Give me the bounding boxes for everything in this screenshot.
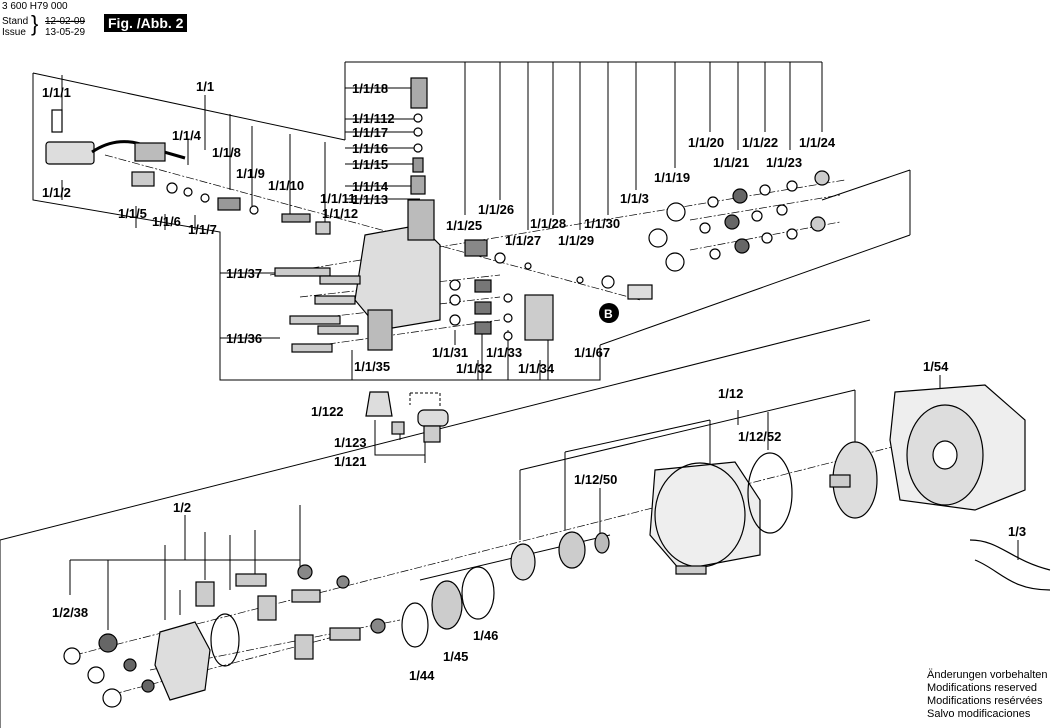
callout: 1/1/18 [352, 81, 388, 96]
doc-number: 3 600 H79 000 [2, 1, 68, 12]
note-fr: Modifications resérvées [927, 695, 1043, 707]
callout: 1/1/6 [152, 214, 181, 229]
callout: 1/12/52 [738, 429, 781, 444]
callout: 1/1/4 [172, 128, 202, 143]
callout: 1/1/12 [322, 206, 358, 221]
callout: 1/1/7 [188, 222, 217, 237]
callout: 1/123 [334, 435, 367, 450]
figure-label: Fig. /Abb. 2 [104, 14, 188, 32]
callout: 1/1/112 [352, 111, 395, 126]
note-en: Modifications reserved [927, 682, 1038, 694]
header-brace: } [31, 11, 39, 36]
callout: 1/1/2 [42, 185, 71, 200]
callout: 1/1/30 [584, 216, 620, 231]
callout: 1/1/15 [352, 157, 388, 172]
callout: 1/45 [443, 649, 468, 664]
reference-marker-b [599, 303, 619, 323]
callout: 1/1/24 [799, 135, 836, 150]
callout: 1/1/28 [530, 216, 566, 231]
callout: 1/1/23 [766, 155, 802, 170]
modification-notes: Änderungen vorbehalten Modifications res… [927, 669, 1047, 721]
note-de: Änderungen vorbehalten [927, 669, 1048, 681]
callout: 1/2/38 [52, 605, 88, 620]
reference-marker-b-label: B [604, 307, 613, 321]
callout: 1/1/35 [354, 359, 390, 374]
callout: 1/1/27 [505, 233, 541, 248]
issue-date: 13-05-29 [45, 27, 86, 38]
callout: 1/1/36 [226, 331, 262, 346]
callout: 1/2 [173, 500, 191, 515]
callout: 1/1/14 [352, 179, 389, 194]
callout: 1/1/37 [226, 266, 262, 281]
callout: 1/1/17 [352, 125, 388, 140]
callout: 1/54 [923, 359, 949, 374]
callout: 1/1/16 [352, 141, 388, 156]
issue-label: Issue [2, 27, 26, 38]
callout: 1/1/29 [558, 233, 594, 248]
callout: 1/1/26 [478, 202, 514, 217]
callout: 1/1/9 [236, 166, 265, 181]
callout: 1/1/67 [574, 345, 610, 360]
callout: 1/1/25 [446, 218, 482, 233]
callout: 1/121 [334, 454, 367, 469]
note-es: Salvo modificaciones [927, 708, 1031, 720]
callout: 1/1/19 [654, 170, 690, 185]
callout: 1/1/10 [268, 178, 304, 193]
callout: 1/1/22 [742, 135, 778, 150]
callout: 1/1/5 [118, 206, 147, 221]
callout: 1/1/31 [432, 345, 468, 360]
callout: 1/12 [718, 386, 743, 401]
callout: 1/1/32 [456, 361, 492, 376]
callout: 1/1/21 [713, 155, 749, 170]
callout: 1/1/20 [688, 135, 724, 150]
callout: 1/1/3 [620, 191, 649, 206]
callout: 1/12/50 [574, 472, 617, 487]
callout: 1/1/33 [486, 345, 522, 360]
stand-date: 12-02-09 [45, 16, 86, 27]
callout: 1/3 [1008, 524, 1026, 539]
callout: 1/122 [311, 404, 344, 419]
callout: 1/1/13 [352, 192, 388, 207]
stand-label: Stand [2, 16, 29, 27]
callout: 1/1/1 [42, 85, 71, 100]
callout: 1/1/34 [518, 361, 555, 376]
callout: 1/44 [409, 668, 435, 683]
callout: 1/46 [473, 628, 498, 643]
callout: 1/1/11 [320, 191, 355, 206]
callout: 1/1 [196, 79, 214, 94]
callout: 1/1/8 [212, 145, 241, 160]
